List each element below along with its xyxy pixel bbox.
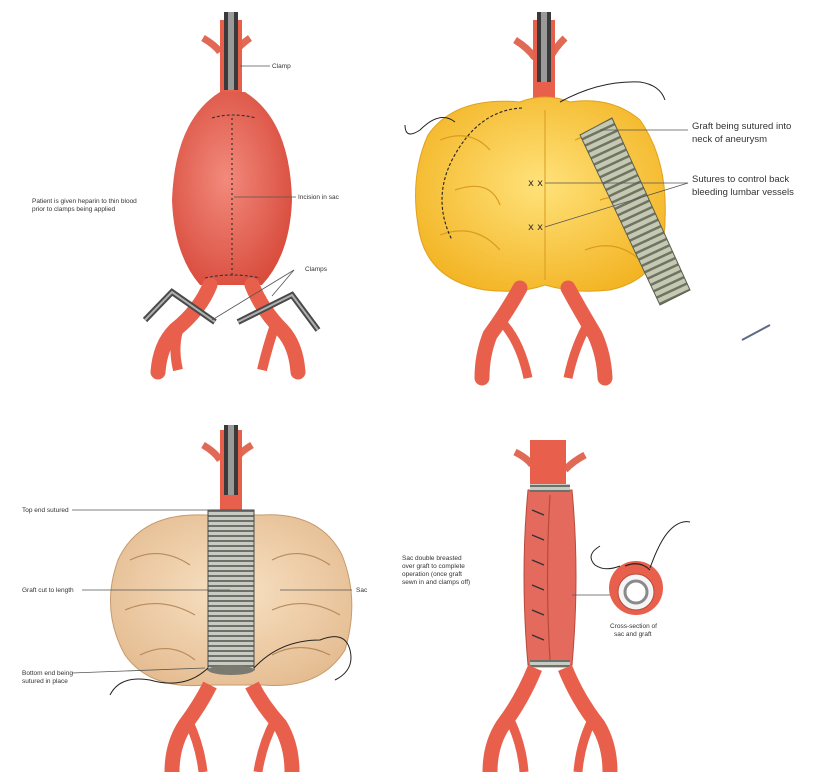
label-clamp-top: Clamp (272, 63, 291, 70)
label-cross-2: sac and graft (614, 631, 652, 638)
suture-mark-2: x x (528, 222, 543, 233)
label-heparin-2: prior to clamps being applied (32, 206, 115, 213)
label-sac-d-3: operation (once graft (402, 571, 462, 578)
label-sac: Sac (356, 587, 368, 594)
needle-icon (742, 325, 770, 340)
label-sac-d-4: sewn in and clamps off) (402, 579, 470, 586)
panel-a-aneurysm-clamped: Clamp Patient is given heparin to thin b… (32, 12, 340, 372)
label-clamps: Clamps (305, 266, 328, 273)
label-top-end: Top end sutured (22, 507, 69, 514)
label-graft-2: neck of aneurysm (692, 134, 767, 145)
panel-d-sac-closed: Sac double breasted over graft to comple… (402, 440, 690, 772)
label-sutures-2: bleeding lumbar vessels (692, 187, 794, 198)
label-sac-d-1: Sac double breasted (402, 555, 462, 562)
panel-b-graft-insertion: x x x x Graft being sutured into neck of… (405, 12, 794, 378)
label-bottom-2: sutured in place (22, 678, 68, 685)
label-graft-length: Graft cut to length (22, 587, 74, 594)
label-cross-1: Cross-section of (610, 623, 657, 630)
label-heparin-1: Patient is given heparin to thin blood (32, 198, 137, 205)
label-bottom-1: Bottom end being (22, 670, 73, 677)
closed-sac (524, 490, 576, 665)
label-incision: Incision in sac (298, 194, 340, 201)
panel-c-graft-sutured: Top end sutured Graft cut to length Sac … (22, 425, 368, 772)
label-sac-d-2: over graft to complete (402, 563, 465, 570)
suture-mark-1: x x (528, 178, 543, 189)
label-sutures-1: Sutures to control back (692, 174, 789, 185)
cross-section-icon (591, 522, 690, 615)
label-graft-1: Graft being sutured into (692, 121, 791, 132)
